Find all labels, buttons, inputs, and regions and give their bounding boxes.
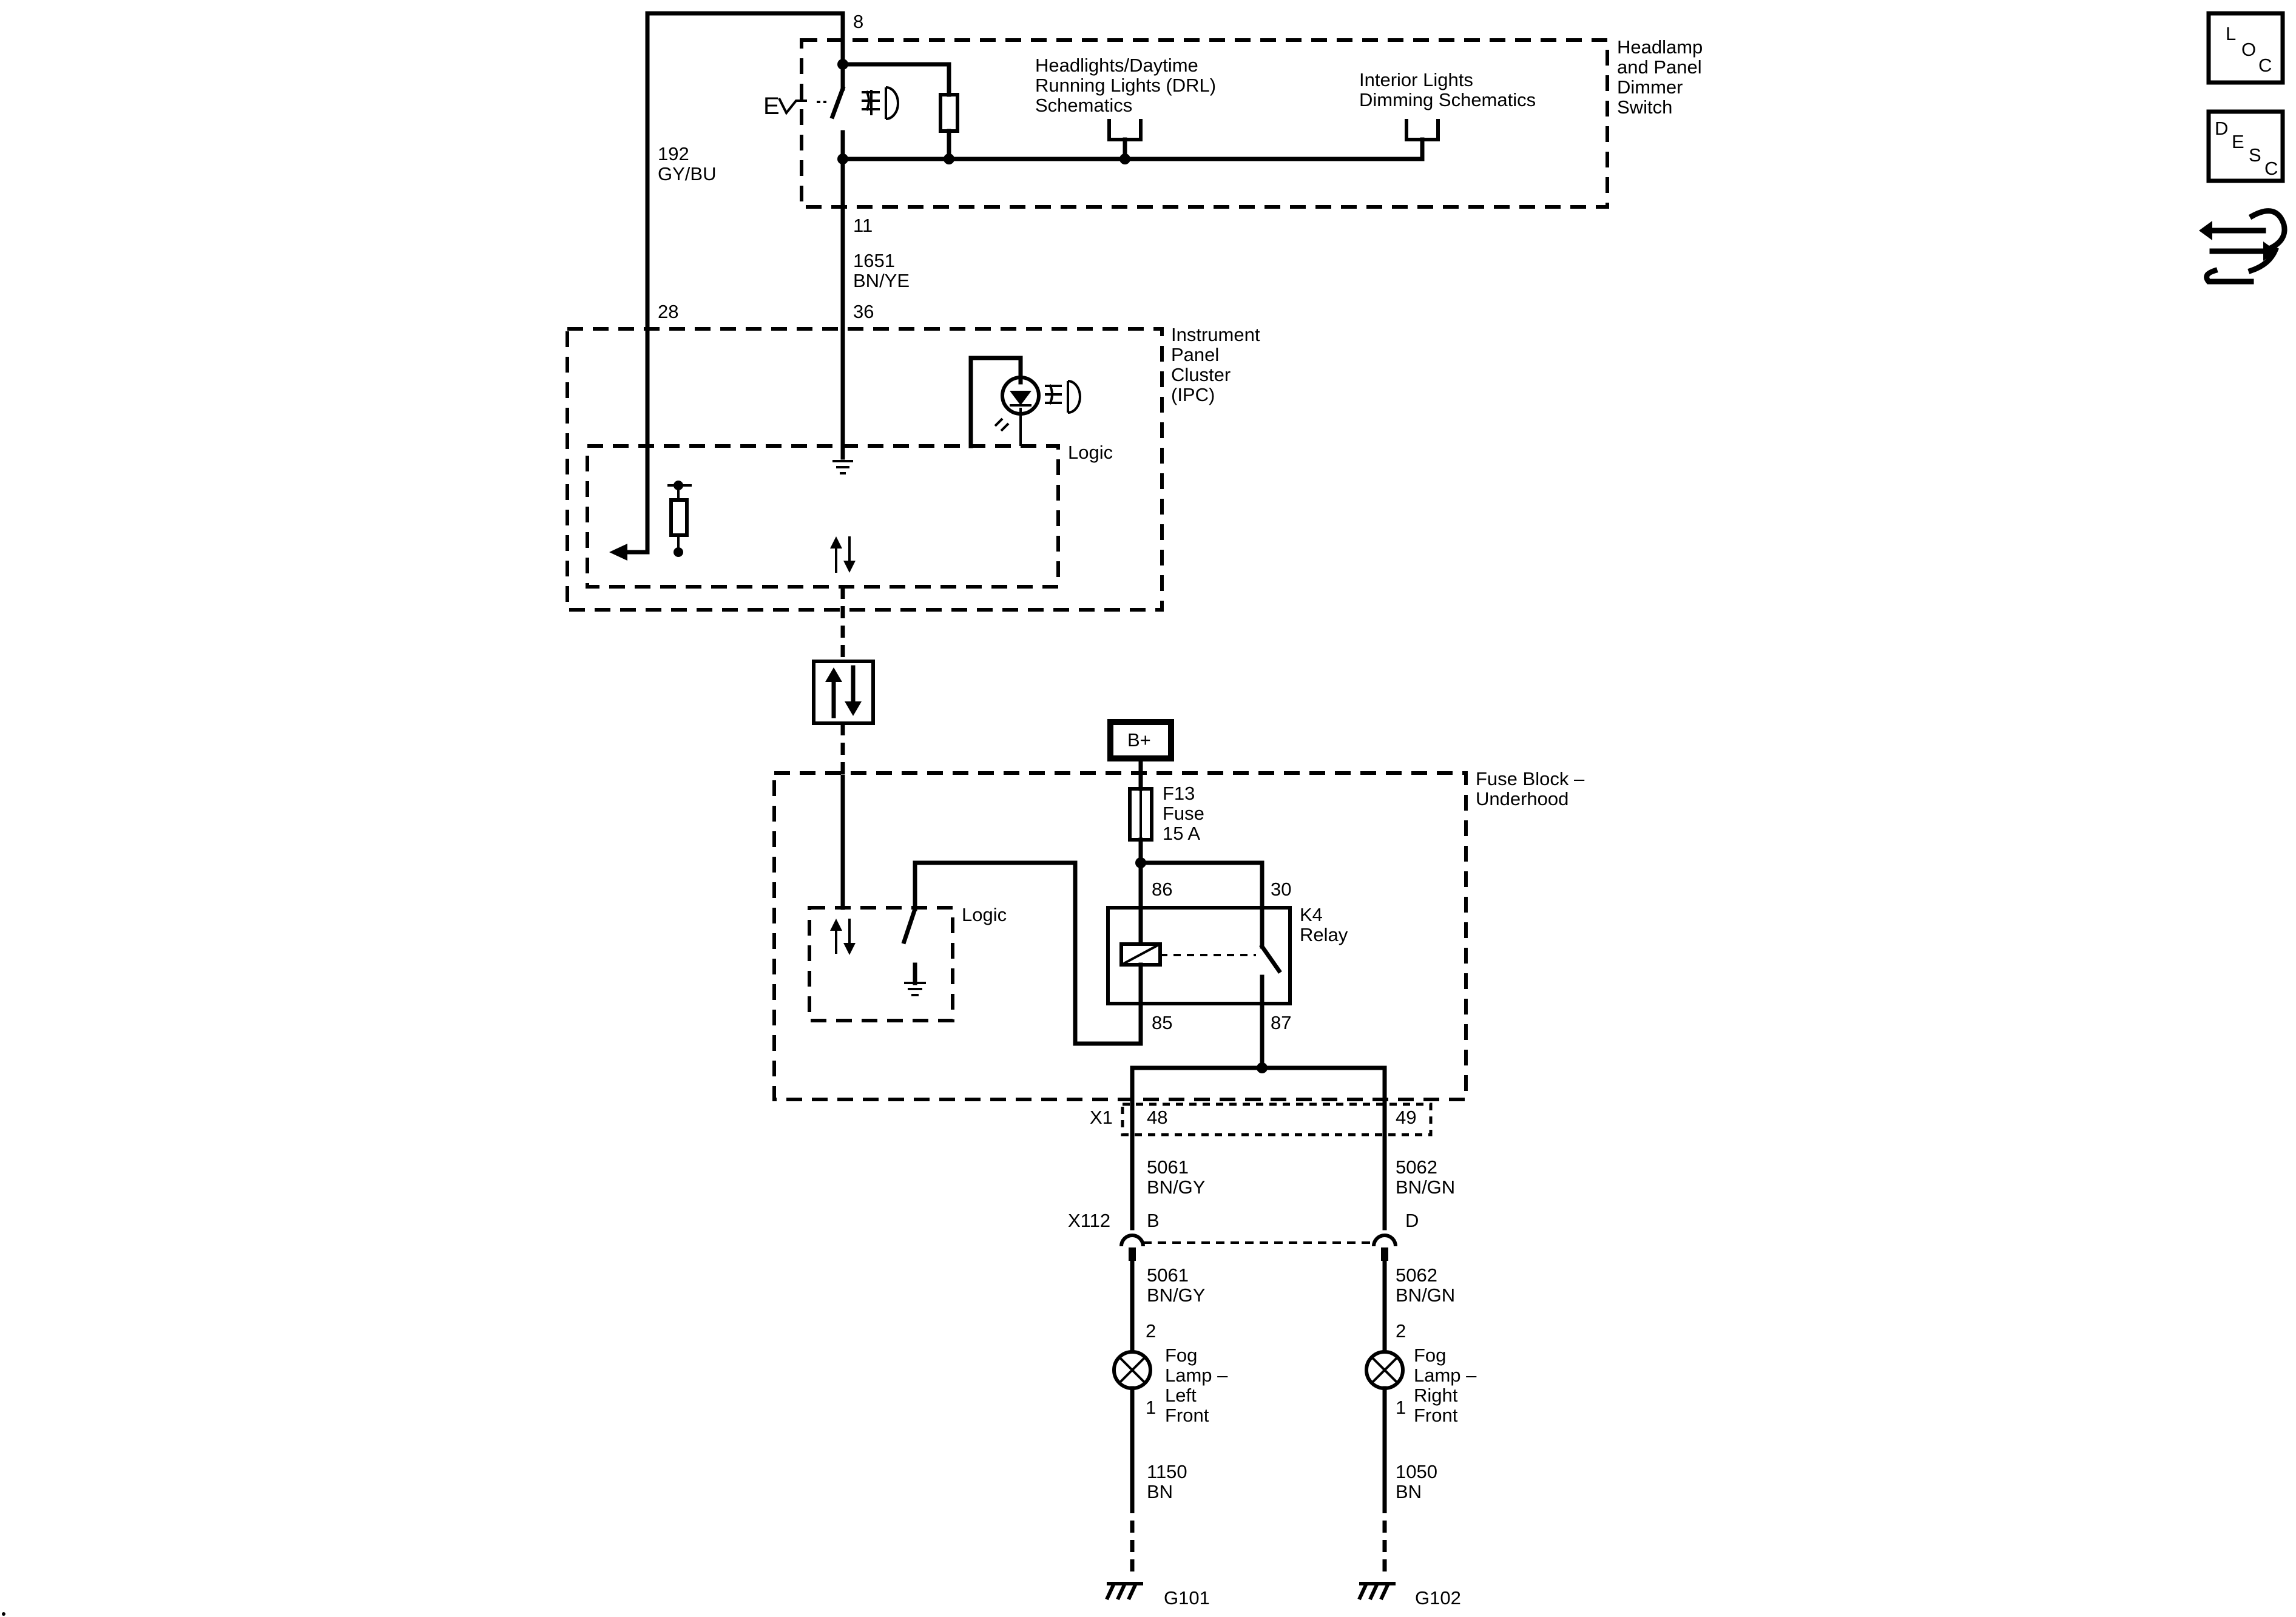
fog-lamp-left-icon <box>1112 1350 1152 1390</box>
desc-letter-3: S <box>2249 144 2261 166</box>
fuse-logic-ground-icon <box>904 982 926 996</box>
ground-g101-icon <box>1105 1582 1143 1601</box>
fuse-logic-label: Logic <box>962 904 1007 925</box>
pin-87: 87 <box>1271 1012 1291 1033</box>
pin-30: 30 <box>1271 879 1291 900</box>
dimmer-switch-outline <box>800 38 1609 209</box>
pin-b: B <box>1147 1210 1160 1231</box>
x1-outline <box>1121 1102 1433 1136</box>
x112-b-terminal <box>1119 1234 1145 1247</box>
pin-11: 11 <box>853 215 873 236</box>
pin-right-2: 2 <box>1396 1320 1406 1342</box>
desc-icon[interactable] <box>2206 109 2285 183</box>
x112-d-terminal <box>1372 1234 1397 1247</box>
desc-letter-4: C <box>2264 158 2278 179</box>
fuse-block-label: Fuse Block –Underhood <box>1476 768 1585 809</box>
pin-28: 28 <box>658 301 678 322</box>
serial-data-box <box>812 660 875 725</box>
relay-k4 <box>1106 906 1292 1005</box>
ground-g102-label: G102 <box>1415 1587 1461 1609</box>
desc-letter-1: D <box>2215 118 2228 139</box>
pin-8: 8 <box>853 11 863 32</box>
loc-letter-3: C <box>2258 55 2272 76</box>
ipc-ground-icon <box>832 460 853 474</box>
relay-contact <box>1259 944 1282 974</box>
pin-right-1: 1 <box>1396 1397 1406 1418</box>
pin-d: D <box>1405 1210 1419 1231</box>
ground-g101-label: G101 <box>1164 1587 1210 1609</box>
ipc-logic-label: Logic <box>1068 442 1113 463</box>
fuse-block-outline <box>772 771 1468 1101</box>
pin-left-2: 2 <box>1146 1320 1156 1342</box>
ipc-outline <box>566 327 1164 612</box>
desc-button[interactable]: D E S C <box>2206 109 2285 183</box>
relay-driver-switch <box>901 906 918 945</box>
loc-letter-1: L <box>2226 23 2236 44</box>
pin-36: 36 <box>853 301 874 322</box>
loc-icon[interactable] <box>2206 11 2285 85</box>
ground-g102-icon <box>1357 1582 1396 1601</box>
ipc-fog-indicator-icon <box>968 356 1081 448</box>
wrench-arrows-icon[interactable] <box>2199 208 2288 285</box>
x1-label: X1 <box>1090 1107 1113 1128</box>
fog-lamp-right-icon <box>1365 1350 1405 1390</box>
repair-procedures-button[interactable] <box>2199 208 2288 285</box>
pin-85: 85 <box>1152 1012 1172 1033</box>
loc-button[interactable]: L O C <box>2206 11 2285 85</box>
loc-letter-2: O <box>2241 39 2256 60</box>
pin-49: 49 <box>1396 1107 1416 1128</box>
actuator-glyph: E <box>763 93 780 120</box>
pin-86: 86 <box>1152 879 1172 900</box>
ipc-serial-data-icon <box>830 536 856 573</box>
desc-letter-2: E <box>2232 131 2244 152</box>
pin-left-1: 1 <box>1146 1397 1156 1418</box>
ipc-logic-box <box>586 444 1060 589</box>
ipc-input-arrow-icon <box>609 544 627 561</box>
battery-label: B+ <box>1127 729 1151 751</box>
fuse-logic-serial-icon <box>830 919 856 955</box>
pin-48: 48 <box>1147 1107 1167 1128</box>
ipc-pullup-resistor <box>667 481 692 557</box>
connector-x1: X1 48 49 <box>1090 1102 1433 1136</box>
switch-contact <box>829 86 846 120</box>
fuse-logic-box <box>808 906 954 1022</box>
switch-resistor <box>939 93 959 133</box>
fog-indicator-icon <box>862 86 899 120</box>
serial-data-link <box>812 587 875 777</box>
connector-x112: X112 <box>1068 1210 1374 1244</box>
x112-label: X112 <box>1068 1210 1110 1231</box>
